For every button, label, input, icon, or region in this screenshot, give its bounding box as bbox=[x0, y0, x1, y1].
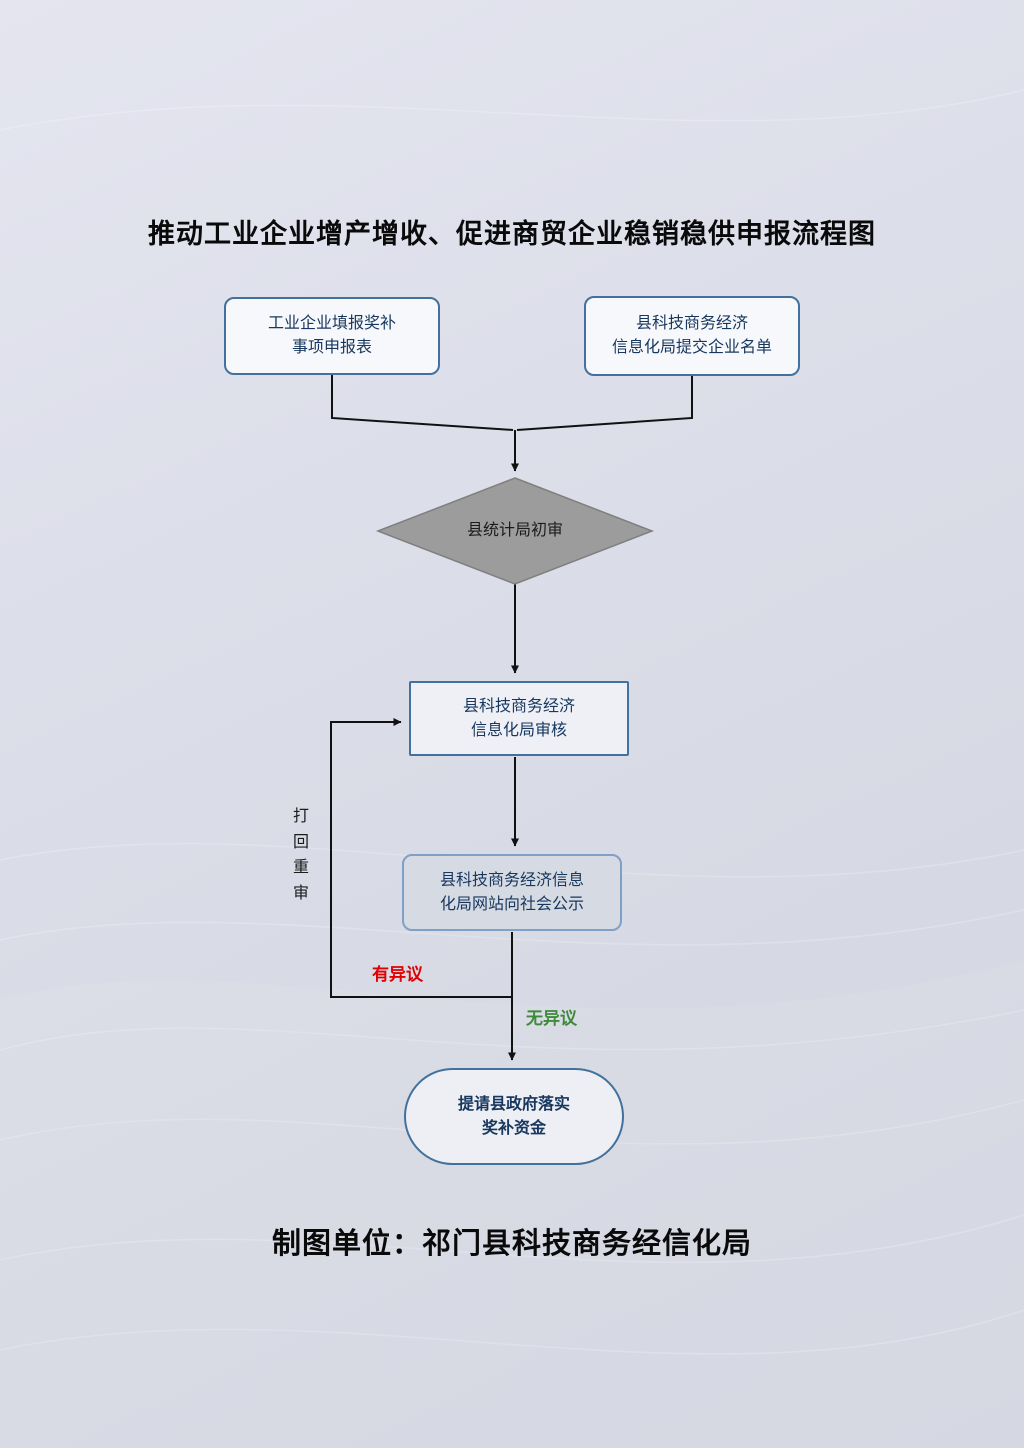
flowchart-title: 推动工业企业增产增收、促进商贸企业稳销稳供申报流程图 bbox=[148, 219, 876, 249]
node-public-notice: 县科技商务经济信息 化局网站向社会公示 bbox=[402, 854, 622, 931]
decision-diamond-shape bbox=[375, 477, 655, 585]
node-bureau-list: 县科技商务经济 信息化局提交企业名单 bbox=[584, 296, 800, 376]
wave-band bbox=[0, 960, 1024, 1448]
node-bureau-audit: 县科技商务经济 信息化局审核 bbox=[409, 681, 629, 756]
label-no-objection: 无异议 bbox=[526, 1009, 577, 1028]
label-return-redo: 打回重审 bbox=[292, 808, 309, 902]
edge-list-to-join bbox=[516, 376, 693, 431]
edge-form-to-join bbox=[331, 375, 514, 431]
node-stats-review: 县统计局初审 bbox=[466, 522, 563, 539]
label-objection: 有异议 bbox=[372, 965, 423, 984]
footer-caption: 制图单位：祁门县科技商务经信化局 bbox=[271, 1228, 752, 1260]
node-industrial-form: 工业企业填报奖补 事项申报表 bbox=[224, 297, 440, 375]
node-final-funding: 提请县政府落实 奖补资金 bbox=[404, 1068, 624, 1165]
edge-objection-return bbox=[330, 718, 512, 998]
